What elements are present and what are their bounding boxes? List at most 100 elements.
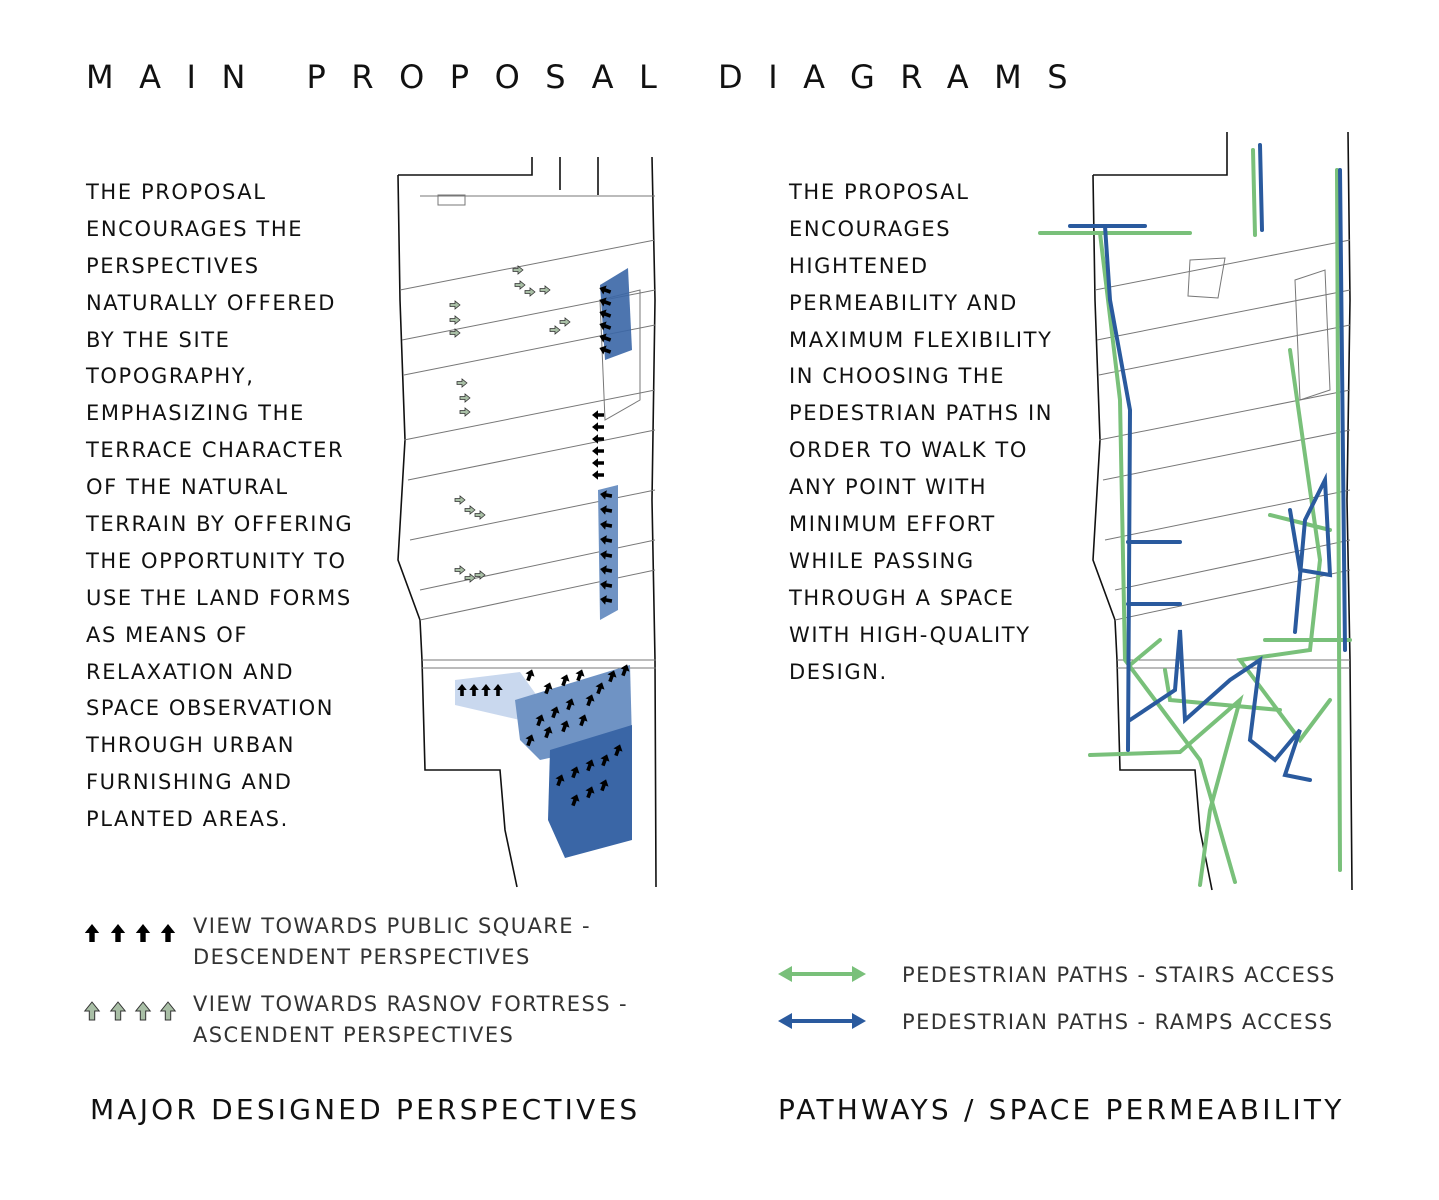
ascendent-view-arrows (449, 265, 571, 583)
legend-ramps: PEDESTRIAN PATHS - RAMPS ACCESS (902, 1010, 1334, 1034)
green-double-arrow-icon (778, 966, 866, 982)
descendent-arrow (600, 535, 613, 545)
description-line: THE OPPORTUNITY TO (86, 548, 347, 573)
descendent-arrow (600, 520, 613, 530)
descendent-arrow (543, 682, 553, 695)
black-arrow-up-icon (160, 924, 176, 942)
descendent-arrow (599, 345, 612, 355)
descendent-arrow (592, 434, 604, 444)
legend-label: VIEW TOWARDS PUBLIC SQUARE - (193, 914, 591, 938)
green-arrow-up-icon (83, 1001, 177, 1021)
descendent-arrow (599, 333, 612, 343)
description-line: TERRACE CHARACTER (86, 438, 345, 463)
description-line: USE THE LAND FORMS (86, 585, 352, 610)
descendent-arrow (607, 670, 617, 683)
description-line: SPACE OBSERVATION (86, 696, 335, 721)
descendent-arrow (525, 734, 535, 747)
descendent-arrow (599, 321, 612, 331)
descendent-arrow (600, 490, 613, 500)
description-line: THROUGH URBAN (86, 733, 296, 758)
description-line: PLANTED AREAS. (86, 807, 289, 832)
description-line: THE PROPOSAL (86, 180, 267, 204)
description-line: IN CHOOSING THE (789, 364, 1006, 389)
descendent-arrow (555, 774, 565, 787)
description-line: ANY POINT WITH (789, 475, 988, 500)
ascendent-arrow (449, 315, 461, 325)
description-line: PEDESTRIAN PATHS IN (789, 401, 1054, 426)
description-line: THE PROPOSAL (789, 180, 970, 204)
right-site-plan (1038, 131, 1353, 891)
legend-descendent: VIEW TOWARDS PUBLIC SQUARE - DESCENDENT … (193, 911, 591, 973)
descendent-arrow (599, 779, 609, 792)
green-arrow-up-icon (109, 1001, 127, 1021)
description-line: WHILE PASSING (789, 548, 975, 573)
descendent-arrow (599, 285, 612, 295)
descendent-arrow (599, 309, 612, 319)
descendent-arrow (469, 684, 479, 696)
ascendent-arrow (449, 300, 461, 310)
descendent-arrow (592, 458, 604, 468)
ascendent-arrow (539, 285, 551, 295)
descendent-arrow (585, 759, 595, 772)
description-line: RELAXATION AND (86, 659, 295, 684)
black-arrow-up-icon (110, 924, 126, 942)
legend-label: ASCENDENT PERSPECTIVES (193, 1023, 515, 1047)
legend-ascendent: VIEW TOWARDS RASNOV FORTRESS - ASCENDENT… (193, 989, 628, 1051)
descendent-arrow (600, 580, 613, 590)
ascendent-arrow (464, 505, 476, 515)
ascendent-arrow (459, 393, 471, 403)
descendent-arrow (570, 794, 580, 807)
descendent-arrow (600, 550, 613, 560)
descendent-arrow (575, 669, 585, 682)
description-line: THROUGH A SPACE (789, 585, 1015, 610)
description-line: BY THE SITE (86, 327, 231, 352)
descendent-arrow (457, 684, 467, 696)
descendent-arrow (599, 297, 612, 307)
descendent-arrow (600, 595, 613, 605)
legend-label: VIEW TOWARDS RASNOV FORTRESS - (193, 992, 628, 1016)
description-line: DESIGN. (789, 659, 888, 684)
ascendent-arrow (514, 280, 526, 290)
green-arrow-up-icon (159, 1001, 177, 1021)
description-line: PERSPECTIVES (86, 253, 260, 278)
legend-label: DESCENDENT PERSPECTIVES (193, 945, 531, 969)
descendent-view-arrows (457, 285, 630, 807)
descendent-arrow (535, 714, 545, 727)
descendent-arrow (493, 684, 503, 696)
description-line: FURNISHING AND (86, 770, 293, 795)
blue-double-arrow-icon (778, 1013, 866, 1029)
descendent-arrow (578, 714, 588, 727)
descendent-arrow (585, 694, 595, 707)
description-line: WITH HIGH-QUALITY (789, 622, 1031, 647)
ascendent-arrow (474, 510, 486, 520)
ascendent-arrow (454, 565, 466, 575)
descendent-arrow (600, 754, 610, 767)
description-line: TERRAIN BY OFFERING (86, 512, 354, 537)
description-line: MINIMUM EFFORT (789, 512, 996, 537)
ascendent-arrow (459, 407, 471, 417)
descendent-arrow (481, 684, 491, 696)
legend-stairs: PEDESTRIAN PATHS - STAIRS ACCESS (902, 963, 1336, 987)
descendent-arrow (592, 422, 604, 432)
descendent-arrow (592, 470, 604, 480)
green-arrow-up-icon (134, 1001, 152, 1021)
description-line: NATURALLY OFFERED (86, 290, 337, 315)
page-title: MAIN PROPOSAL DIAGRAMS (86, 58, 1093, 96)
description-line: AS MEANS OF (86, 622, 249, 647)
description-line: OF THE NATURAL (86, 475, 289, 500)
left-caption: MAJOR DESIGNED PERSPECTIVES (90, 1093, 641, 1126)
description-line: PERMEABILITY AND (789, 290, 1018, 315)
description-line: ENCOURAGES THE (86, 216, 304, 241)
descendent-arrow (560, 720, 570, 733)
descendent-arrow (570, 766, 580, 779)
descendent-arrow (620, 664, 630, 677)
black-arrow-up-icon (84, 924, 100, 942)
left-description: THE PROPOSAL ENCOURAGES THE PERSPECTIVES NA… (86, 174, 353, 838)
right-caption: PATHWAYS / SPACE PERMEABILITY (778, 1093, 1345, 1126)
description-line: MAXIMUM FLEXIBILITY (789, 327, 1053, 352)
descendent-arrow (525, 669, 535, 682)
black-arrow-up-icon (84, 924, 176, 942)
descendent-arrow (600, 505, 613, 515)
descendent-arrow (565, 698, 575, 711)
